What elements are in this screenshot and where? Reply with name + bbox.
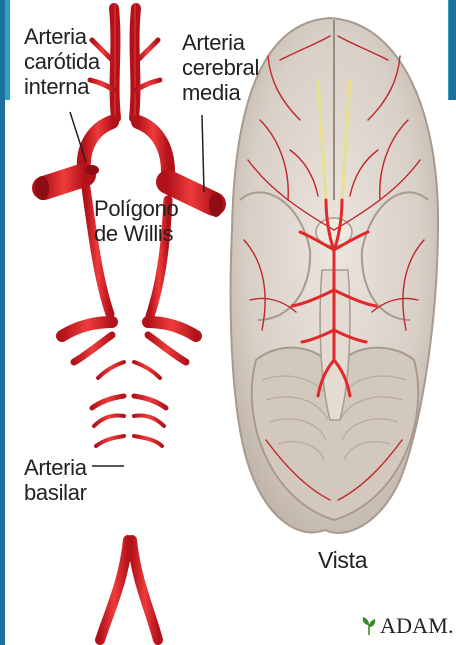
leaf-icon [360,616,378,636]
view-label: Vista [318,548,367,573]
adam-logo: ADAM. [360,612,454,640]
basilar-label: Arteria basilar [24,455,87,505]
carotid-lumen [85,165,99,175]
cerebral-cut-right [209,193,223,217]
logo-text: ADAM. [380,613,454,639]
carotid-cut-left [35,176,49,200]
internal-carotid-label: Arteria carótida interna [24,24,100,99]
circle-of-willis-label: Polígono de Willis [94,196,178,246]
middle-cerebral-label: Arteria cerebral media [182,30,259,105]
